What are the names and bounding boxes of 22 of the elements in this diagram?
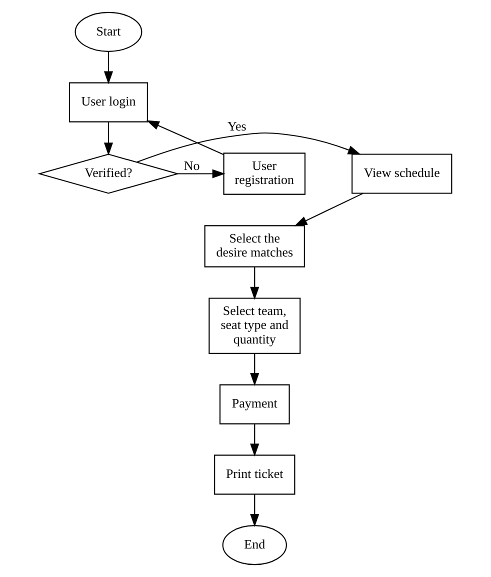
node-ellipse: End [222, 525, 287, 566]
arrow [104, 122, 114, 156]
arrow [250, 494, 260, 528]
arrow [178, 169, 226, 178]
arrow [294, 192, 364, 226]
node-box: Print ticket [214, 454, 296, 495]
node-box: Select the desire matches [204, 225, 305, 268]
node-diamond: Verified? [37, 154, 180, 194]
arrow [146, 120, 224, 156]
arrow [104, 52, 114, 84]
node-box: Select team, seat type and quantity [208, 298, 301, 354]
node-box: Payment [219, 384, 290, 424]
edge-label: No [184, 158, 200, 174]
arrow [250, 266, 260, 300]
node-box: User login [68, 82, 148, 122]
node-box: View schedule [352, 154, 452, 194]
node-box: User registration [223, 152, 306, 195]
arrow [250, 354, 260, 386]
arrow [250, 424, 260, 457]
arrow [136, 132, 361, 163]
node-ellipse: Start [74, 12, 142, 52]
edge-label: Yes [227, 118, 246, 134]
